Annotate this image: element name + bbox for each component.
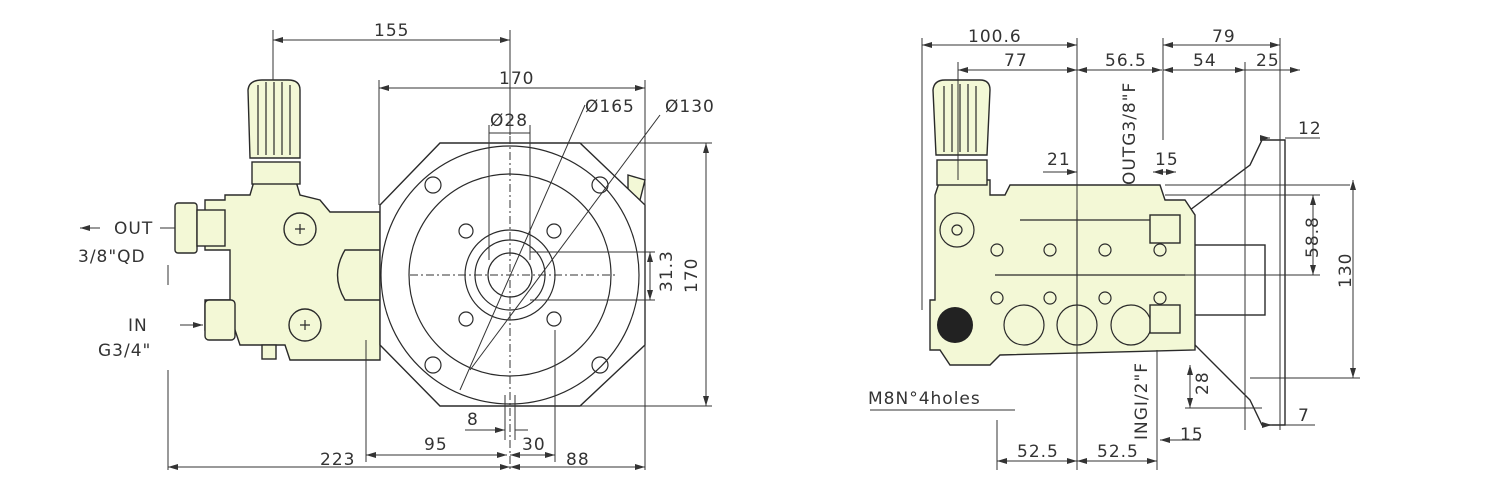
side-dimensions <box>870 38 1360 470</box>
dim-88: 88 <box>566 450 590 470</box>
dim-31-3: 31.3 <box>657 250 677 292</box>
outlet-port-label: OUTG3/8"F <box>1120 82 1140 185</box>
dim-dia165: Ø165 <box>585 97 635 117</box>
dim-155: 155 <box>374 21 409 41</box>
bolt-holes-side <box>990 243 1167 305</box>
front-dimensions <box>80 30 712 470</box>
flange-bracket <box>1184 139 1286 426</box>
outlet-label: OUT <box>114 219 153 239</box>
mount-holes-label: M8N°4holes <box>868 389 981 409</box>
front-view: 155 170 Ø28 Ø165 Ø130 170 31.3 8 95 30 2… <box>78 21 715 470</box>
dim-dia28: Ø28 <box>490 111 528 131</box>
dim-52-5-left: 52.5 <box>1017 442 1059 462</box>
dim-30: 30 <box>522 435 546 455</box>
dim-12: 12 <box>1298 119 1322 139</box>
front-dimension-labels: 155 170 Ø28 Ø165 Ø130 170 31.3 8 95 30 2… <box>78 21 715 470</box>
pump-head-body <box>174 177 381 361</box>
side-view: 100.6 77 56.5 79 54 25 12 21 15 OUTG3/8"… <box>868 27 1360 470</box>
dim-79: 79 <box>1212 27 1236 47</box>
inlet-label: IN <box>128 316 148 336</box>
pump-body-side <box>929 79 1196 366</box>
dim-52-5-right: 52.5 <box>1097 442 1139 462</box>
dim-15-bottom: 15 <box>1180 425 1204 445</box>
dim-56-5: 56.5 <box>1105 51 1147 71</box>
outlet-size: 3/8"QD <box>78 247 146 267</box>
dim-77: 77 <box>1004 51 1028 71</box>
mounting-flange <box>379 104 661 470</box>
dim-8: 8 <box>467 410 479 430</box>
inlet-size: G3/4" <box>98 341 151 361</box>
dim-223: 223 <box>320 450 355 470</box>
dim-54: 54 <box>1193 51 1217 71</box>
dim-15-top: 15 <box>1155 150 1179 170</box>
dim-100-6: 100.6 <box>968 27 1022 47</box>
dim-95: 95 <box>424 435 448 455</box>
inlet-fitting <box>204 299 236 341</box>
side-dimension-labels: 100.6 77 56.5 79 54 25 12 21 15 OUTG3/8"… <box>868 27 1356 462</box>
inlet-port-label: INGI/2"F <box>1132 362 1152 440</box>
dim-170-width: 170 <box>499 69 534 89</box>
unloader-knob-side <box>932 79 991 156</box>
dim-28: 28 <box>1193 371 1213 395</box>
inlet-port <box>937 307 973 343</box>
dim-25: 25 <box>1256 51 1280 71</box>
dim-58-8: 58.8 <box>1303 216 1323 258</box>
dim-130: 130 <box>1336 253 1356 288</box>
quick-coupler <box>174 202 198 254</box>
dim-170-height: 170 <box>682 258 702 293</box>
dim-dia130: Ø130 <box>665 97 715 117</box>
bolt-holes <box>424 176 609 374</box>
unloader-knob <box>247 79 301 185</box>
dim-7: 7 <box>1298 406 1310 426</box>
dim-21: 21 <box>1047 150 1071 170</box>
